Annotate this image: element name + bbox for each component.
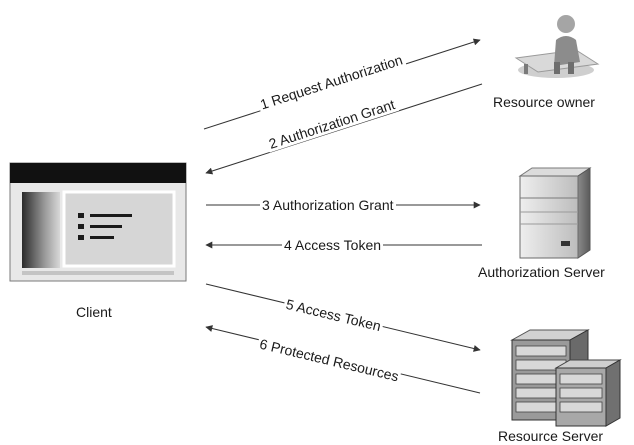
resource-owner-label: Resource owner [493,94,595,110]
arrow-2 [205,83,483,175]
person-at-computer-icon [514,15,600,78]
server-rack-icon [510,329,622,427]
authorization-server-label: Authorization Server [478,264,605,280]
server-tower-icon [518,167,592,259]
message-3-label: 3 Authorization Grant [260,197,396,213]
client-window-icon [9,162,187,282]
client-label: Client [76,304,112,320]
message-4-label: 4 Access Token [282,237,384,253]
resource-server-label: Resource Server [498,428,604,444]
